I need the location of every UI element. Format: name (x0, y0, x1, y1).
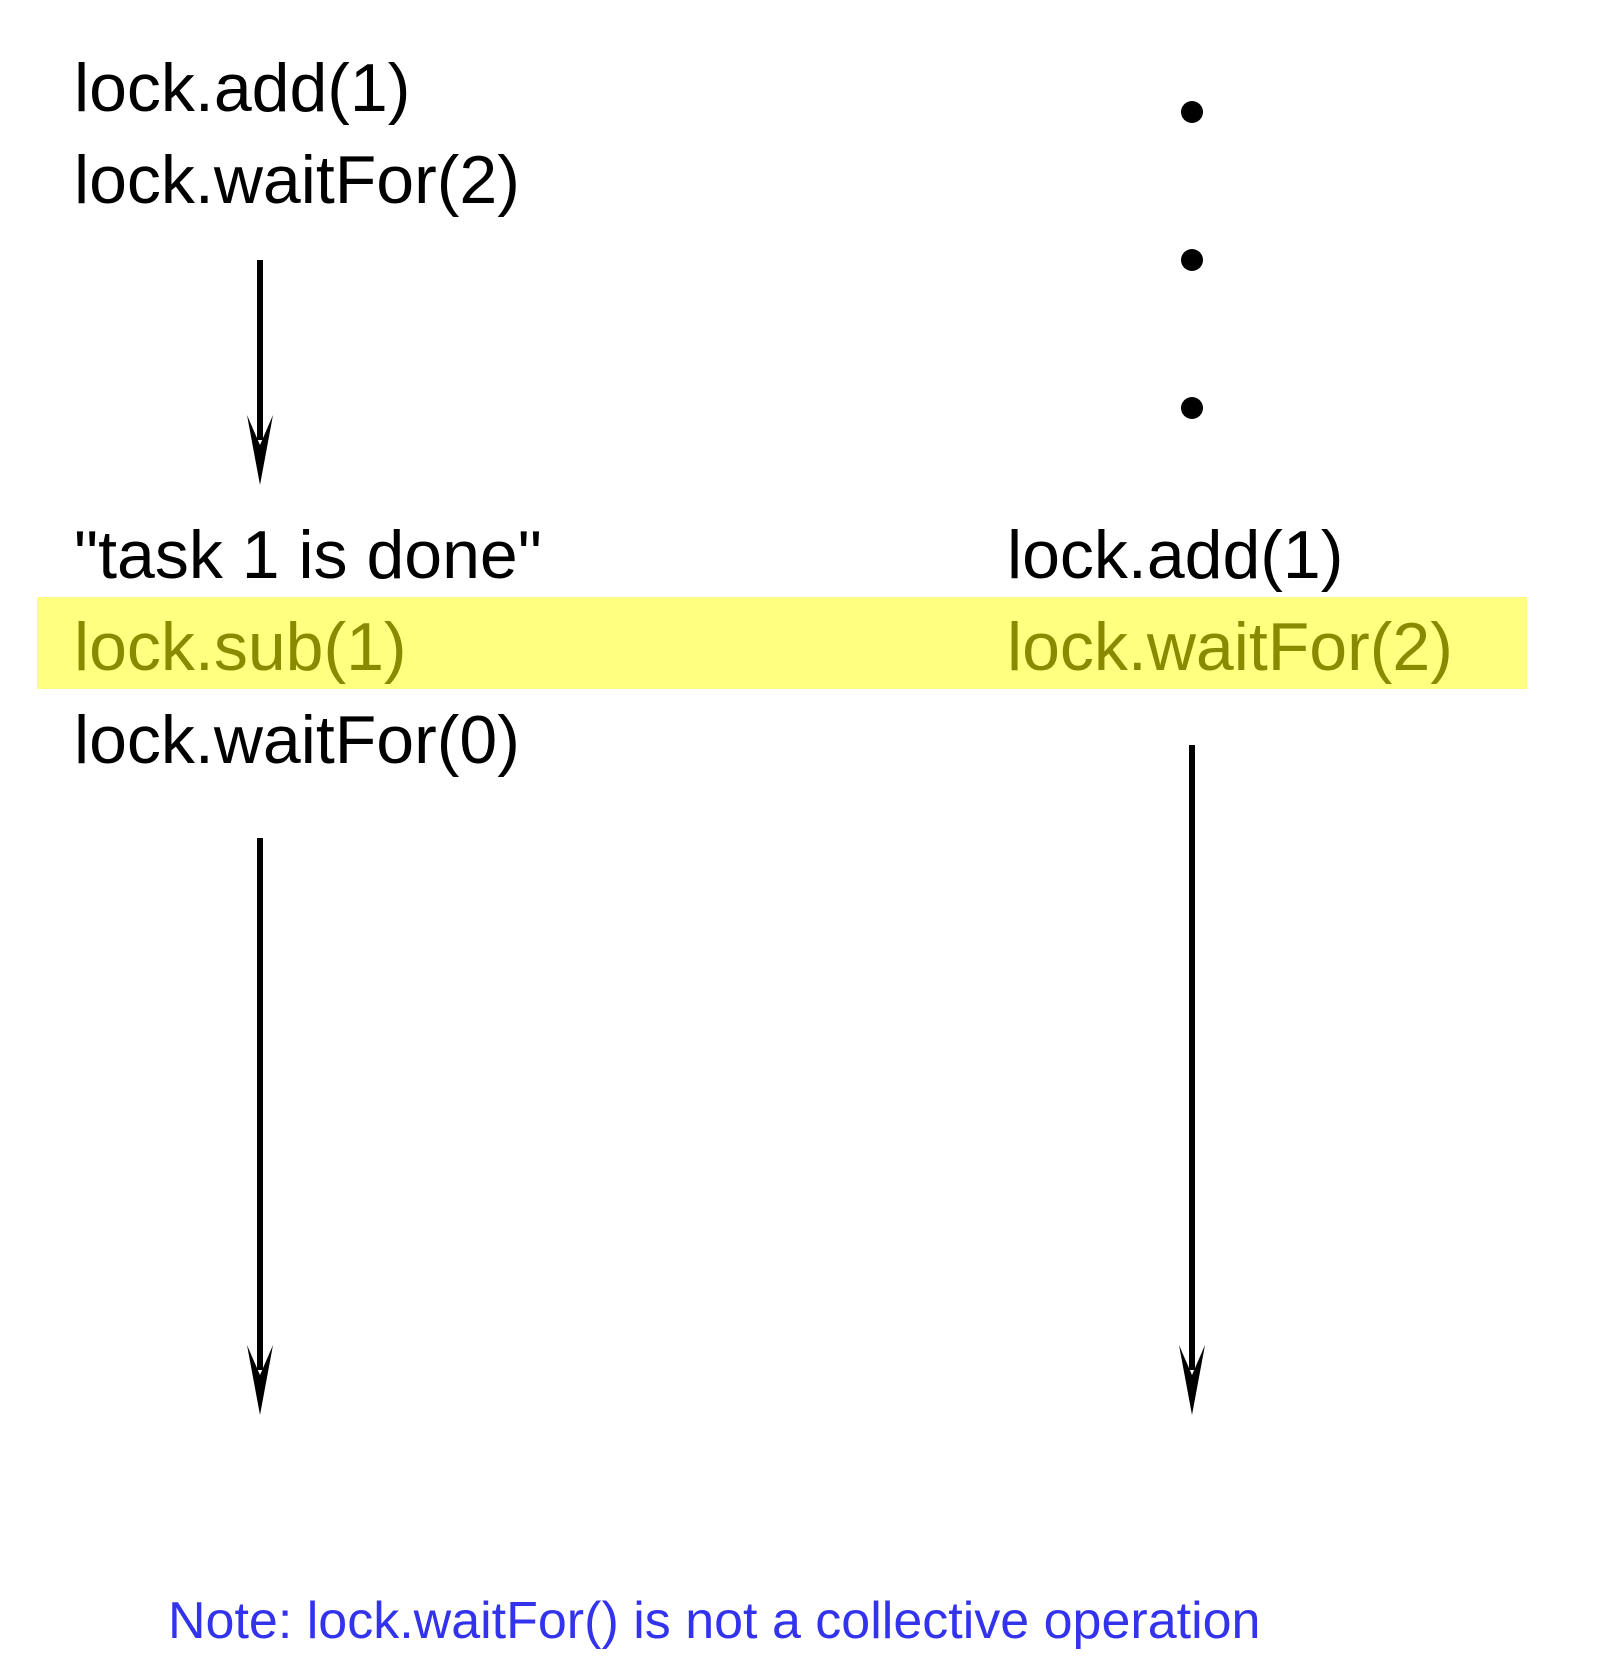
highlight-band (37, 597, 1527, 689)
ellipsis-dots (1181, 101, 1203, 419)
note-caption: Note: lock.waitFor() is not a collective… (168, 1592, 1261, 1650)
ellipsis-dot-1 (1181, 101, 1203, 123)
left-lock-waitfor-0: lock.waitFor(0) (74, 702, 520, 778)
left-arrow-short (247, 260, 273, 485)
ellipsis-dot-3 (1181, 397, 1203, 419)
left-lock-sub: lock.sub(1) (74, 609, 407, 685)
left-task-done-string: "task 1 is done" (74, 517, 542, 593)
left-lock-add: lock.add(1) (74, 50, 411, 126)
ellipsis-dot-2 (1181, 249, 1203, 271)
left-lock-waitfor-2: lock.waitFor(2) (74, 142, 520, 218)
right-lock-add: lock.add(1) (1007, 517, 1344, 593)
right-arrow-long (1179, 745, 1205, 1415)
left-arrow-long (247, 838, 273, 1415)
right-lock-waitfor-2: lock.waitFor(2) (1007, 609, 1453, 685)
